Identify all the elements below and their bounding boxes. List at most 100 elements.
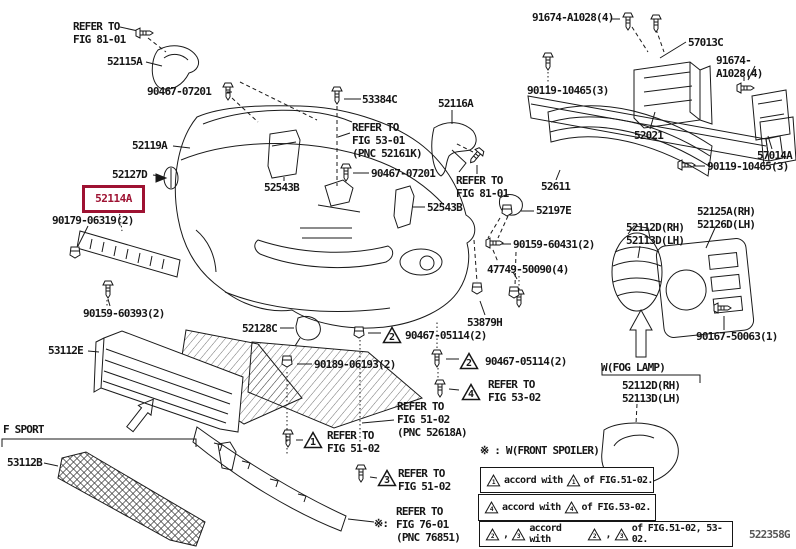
front-spoiler-drawing (192, 426, 347, 532)
seal-52114a-drawing (76, 230, 181, 278)
label-53879h: 53879H (467, 316, 503, 329)
bracket-52115a-drawing (151, 45, 200, 90)
label-52112d-52113d-mid: 52112D(RH) 52113D(LH) (626, 221, 685, 247)
label-90167-50063: 90167-50063(1) (696, 330, 778, 343)
bolt-icon (340, 163, 352, 182)
callout-triangle-2-a: 2 (382, 326, 402, 344)
svg-text:1: 1 (492, 479, 496, 486)
label-refer-fig53-02: REFER TO FIG 53-02 (488, 378, 541, 404)
figure-code: 522358G (749, 528, 791, 541)
bracket-52197e-drawing (497, 194, 523, 239)
legend-row-1: 1 accord with 1 of FIG.51-02. (480, 467, 654, 493)
bolt-icon (282, 429, 294, 448)
svg-text:1: 1 (310, 437, 316, 448)
legend-separator: , (503, 528, 509, 540)
svg-text:4: 4 (468, 389, 474, 400)
bolt-icon (485, 237, 504, 249)
label-w-fog-lamp: W(FOG LAMP) (601, 361, 666, 374)
label-91674-a1028-right: 91674-A1028(4) (716, 54, 763, 80)
svg-text:4: 4 (569, 506, 573, 513)
clip-icon (281, 355, 293, 368)
label-52197e: 52197E (536, 204, 572, 217)
legend-row-3: 2 , 3 accord with 2 , 3 of FIG.51-02, 53… (479, 521, 733, 547)
direction-arrow-grille (126, 398, 154, 433)
fog-bezel-drawing (655, 238, 755, 338)
legend-triangle-3b: 3 (614, 527, 629, 540)
clip-icon (69, 246, 81, 259)
assembly-dash-lines (147, 37, 517, 287)
bolt-icon (434, 379, 446, 398)
front-bumper-cover-drawing (174, 105, 476, 329)
label-52115a: 52115A (107, 55, 143, 68)
legend-triangle-1b: 1 (566, 473, 581, 486)
grille-53112e-drawing (93, 330, 244, 433)
label-refer-fig51-02-a: REFER TO FIG 51-02 (327, 429, 380, 455)
callout-triangle-4: 4 (461, 383, 481, 401)
label-90467-07201-top: 90467-07201 (147, 85, 212, 98)
label-57013c: 57013C (688, 36, 724, 49)
label-52611: 52611 (541, 180, 571, 193)
clip-icon (353, 326, 365, 339)
bracket-52128c-drawing (294, 315, 321, 347)
legend-triangle-1a: 1 (486, 473, 501, 486)
svg-text:2: 2 (389, 332, 395, 343)
svg-text:1: 1 (571, 479, 575, 486)
callout-triangle-3: 3 (377, 469, 397, 487)
legend-text: of FIG.51-02. (583, 474, 654, 486)
label-47749-50090: 47749-50090(4) (487, 263, 569, 276)
legend-triangle-4a: 4 (484, 501, 499, 514)
svg-text:2: 2 (466, 358, 472, 369)
clip-icon (508, 286, 520, 299)
label-52543b-right: 52543B (427, 201, 463, 214)
legend-triangle-3a: 3 (511, 527, 526, 540)
legend-row-2: 4 accord with 4 of FIG.53-02. (478, 494, 656, 521)
label-90467-05114-a: 90467-05114(2) (405, 329, 487, 342)
retainer-52127d-drawing (155, 166, 179, 190)
bumper-reinforcement-drawing (527, 26, 796, 167)
legend-text: of FIG.51-02, 53-02. (631, 523, 723, 545)
label-refer-fig81-01-mid: REFER TO FIG 81-01 (456, 174, 509, 200)
bolt-icon (466, 145, 486, 167)
bolt-icon (677, 159, 696, 171)
pad-52543b-drawings (267, 129, 415, 229)
label-90119-10465-top: 90119-10465(3) (527, 84, 609, 97)
label-52543b-left: 52543B (264, 181, 300, 194)
label-90119-10465-right: 90119-10465(3) (707, 160, 789, 173)
label-57014a: 57014A (757, 149, 793, 162)
label-52125a-52126d: 52125A(RH) 52126D(LH) (697, 205, 756, 231)
label-90159-60393: 90159-60393(2) (83, 307, 165, 320)
bolt-icon (431, 349, 443, 368)
legend-triangle-4b: 4 (564, 501, 579, 514)
svg-text:3: 3 (517, 533, 521, 540)
bolt-icon (135, 27, 154, 39)
label-52127d: 52127D (112, 168, 148, 181)
label-52114a: 52114A (95, 191, 132, 205)
label-90159-60431: 90159-60431(2) (513, 238, 595, 251)
direction-arrow-foglamp (629, 308, 653, 358)
label-refer-fig53-01: REFER TO FIG 53-01 (PNC 52161K) (352, 121, 423, 160)
bracket-52116a-drawing (431, 122, 477, 177)
label-refer-fig51-02-pnc: REFER TO FIG 51-02 (PNC 52618A) (397, 400, 468, 439)
energy-absorber-drawing (547, 105, 713, 177)
label-52128c: 52128C (242, 322, 278, 335)
legend-text: accord with (504, 474, 563, 486)
fog-lamp-bracket (601, 366, 701, 383)
label-90467-05114-b: 90467-05114(2) (485, 355, 567, 368)
front-spoiler-note: ※ : W(FRONT SPOILER) (480, 444, 600, 457)
highlight-box-52114a[interactable]: 52114A (82, 185, 145, 213)
clip-icon (501, 204, 513, 217)
label-52112d-52113d-bottom: 52112D(RH) 52113D(LH) (622, 379, 681, 405)
legend-triangle-2a: 2 (485, 527, 500, 540)
bolt-icon (736, 82, 755, 94)
label-52119a: 52119A (132, 139, 168, 152)
clip-53384c-drawing (317, 106, 361, 213)
label-53112e: 53112E (48, 344, 84, 357)
label-52021: 52021 (634, 129, 664, 142)
svg-text:3: 3 (620, 533, 624, 540)
label-asterisk: ※: (374, 517, 389, 530)
label-f-sport: F SPORT (3, 423, 45, 436)
grille-53112b-drawing (57, 441, 237, 547)
legend-triangle-2b: 2 (587, 527, 602, 540)
f-sport-bracket (1, 438, 197, 447)
